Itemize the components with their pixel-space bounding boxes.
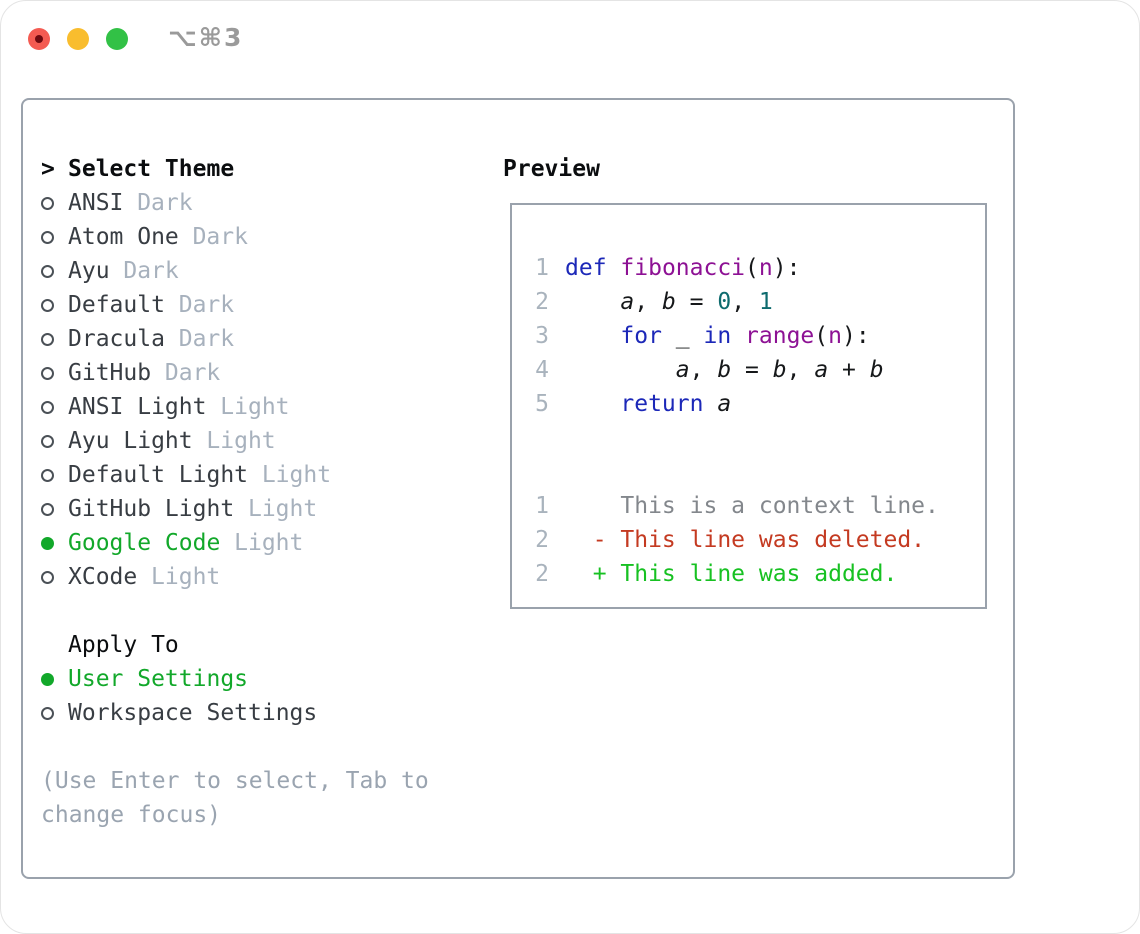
- select-theme-title: Select Theme: [68, 156, 235, 182]
- theme-variant: Dark: [164, 360, 221, 386]
- code-line: 1 This is a context line.: [533, 489, 985, 523]
- theme-variant: Dark: [123, 258, 179, 284]
- radio-icon: [41, 706, 54, 720]
- apply-to-label: User Settings: [68, 666, 249, 692]
- theme-option[interactable]: GitHub Dark: [41, 356, 481, 390]
- theme-variant: Light: [261, 462, 332, 488]
- line-number: 5: [535, 391, 549, 417]
- radio-icon: [41, 332, 54, 346]
- code-line: 2 a, b = 0, 1: [533, 285, 985, 319]
- close-button[interactable]: [28, 28, 50, 50]
- radio-icon: [41, 196, 54, 210]
- theme-option[interactable]: GitHub Light Light: [41, 492, 481, 526]
- theme-option[interactable]: ANSI Light Light: [41, 390, 481, 424]
- theme-name: Default Light: [68, 462, 249, 488]
- radio-icon: [41, 264, 54, 278]
- apply-to-title: Apply To: [68, 632, 179, 658]
- theme-option[interactable]: Ayu Light Light: [41, 424, 481, 458]
- radio-icon: [41, 672, 54, 686]
- close-dot-icon: [35, 35, 43, 43]
- apply-to-option[interactable]: User Settings: [41, 662, 481, 696]
- radio-icon: [41, 502, 54, 516]
- line-number: 2: [535, 527, 549, 553]
- radio-icon: [41, 366, 54, 380]
- radio-icon: [41, 298, 54, 312]
- theme-name: Atom One: [68, 224, 179, 250]
- line-number: 4: [535, 357, 549, 383]
- radio-icon: [41, 468, 54, 482]
- titlebar: ⌥⌘3: [1, 1, 1139, 77]
- theme-name: Ayu Light: [68, 428, 193, 454]
- theme-name: GitHub Light: [68, 496, 235, 522]
- theme-variant: Dark: [178, 292, 235, 318]
- theme-name: Ayu: [68, 258, 110, 284]
- theme-picker-column: > Select Theme ANSI Dark Atom One Dark A…: [41, 152, 481, 832]
- apply-to-header: Apply To: [41, 628, 481, 662]
- theme-option[interactable]: Atom One Dark: [41, 220, 481, 254]
- hint-text: (Use Enter to select, Tab to change focu…: [41, 768, 429, 828]
- theme-option[interactable]: ANSI Dark: [41, 186, 481, 220]
- theme-variant: Dark: [137, 190, 193, 216]
- select-theme-header: > Select Theme: [41, 152, 481, 186]
- theme-option[interactable]: XCode Light: [41, 560, 481, 594]
- theme-option[interactable]: Google Code Light: [41, 526, 481, 560]
- line-number: 1: [535, 493, 549, 519]
- apply-to-option[interactable]: Workspace Settings: [41, 696, 481, 730]
- theme-option[interactable]: Dracula Dark: [41, 322, 481, 356]
- code-line: 4 a, b = b, a + b: [533, 353, 985, 387]
- theme-option[interactable]: Default Light Light: [41, 458, 481, 492]
- keyboard-shortcut-label: ⌥⌘3: [168, 23, 244, 52]
- radio-icon: [41, 434, 54, 448]
- theme-variant: Light: [220, 394, 290, 420]
- code-line: 3 for _ in range(n):: [533, 319, 985, 353]
- theme-variant: Light: [206, 428, 276, 454]
- zoom-button[interactable]: [106, 28, 128, 50]
- theme-variant: Light: [234, 530, 304, 556]
- theme-name: XCode: [68, 564, 138, 590]
- apply-to-list: User Settings Workspace Settings: [41, 662, 481, 730]
- theme-variant: Light: [151, 564, 221, 590]
- diff-sample: 1 This is a context line.2 - This line w…: [533, 489, 985, 591]
- theme-name: GitHub: [68, 360, 152, 386]
- radio-icon: [41, 570, 54, 584]
- theme-variant: Light: [247, 496, 318, 522]
- theme-option[interactable]: Ayu Dark: [41, 254, 481, 288]
- code-line: 5 return a: [533, 387, 985, 421]
- radio-icon: [41, 400, 54, 414]
- apply-to-section: Apply To User Settings Workspace Setting…: [41, 628, 481, 730]
- theme-name: ANSI: [68, 190, 124, 216]
- line-number: 1: [535, 255, 549, 281]
- minimize-button[interactable]: [67, 28, 89, 50]
- line-number: 2: [535, 561, 549, 587]
- code-line: 2 - This line was deleted.: [533, 523, 985, 557]
- code-line: 2 + This line was added.: [533, 557, 985, 591]
- theme-variant: Dark: [178, 326, 235, 352]
- preview-title: Preview: [503, 156, 600, 182]
- line-number: 2: [535, 289, 549, 315]
- theme-list: ANSI Dark Atom One Dark Ayu Dark Default…: [41, 186, 481, 594]
- theme-name: Dracula: [68, 326, 165, 352]
- window-controls: [28, 28, 128, 50]
- radio-icon: [41, 536, 54, 550]
- prompt-caret: >: [41, 156, 55, 182]
- apply-to-label: Workspace Settings: [68, 700, 318, 726]
- theme-variant: Dark: [192, 224, 248, 250]
- line-number: 3: [535, 323, 549, 349]
- theme-name: ANSI Light: [68, 394, 207, 420]
- theme-dialog: > Select Theme ANSI Dark Atom One Dark A…: [21, 98, 1015, 879]
- theme-name: Google Code: [68, 530, 221, 556]
- theme-option[interactable]: Default Dark: [41, 288, 481, 322]
- radio-icon: [41, 230, 54, 244]
- theme-name: Default: [68, 292, 165, 318]
